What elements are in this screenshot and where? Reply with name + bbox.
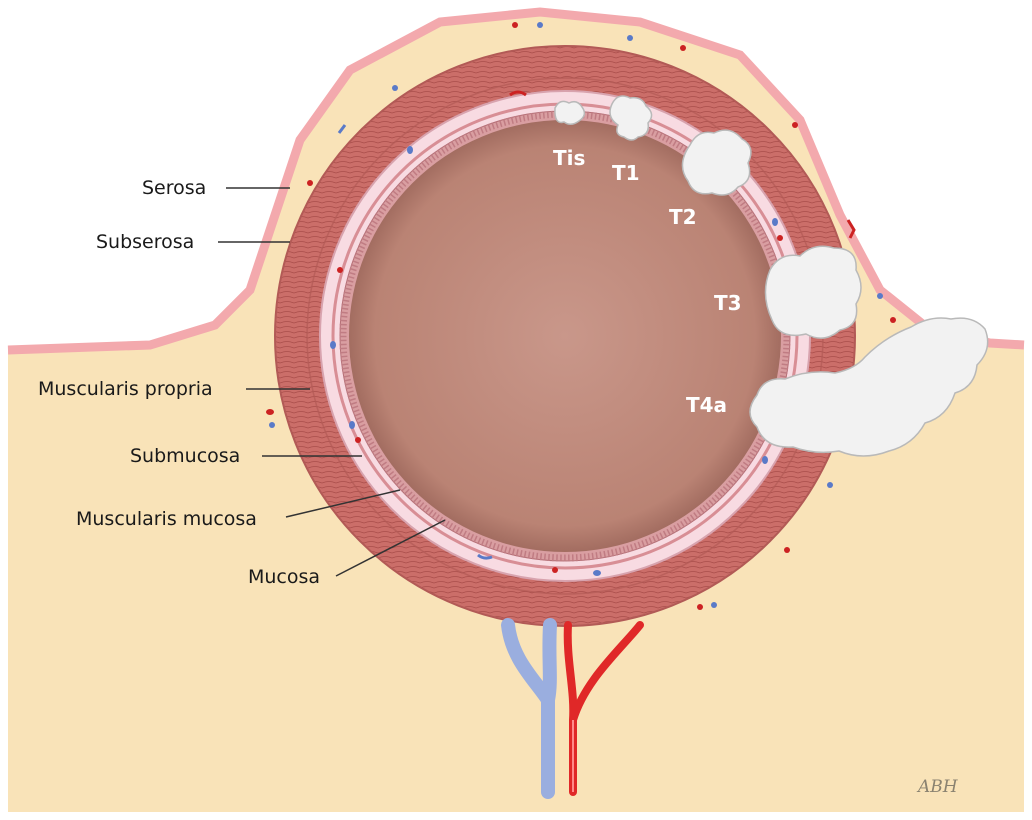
stage-label-t3: T3 bbox=[714, 291, 742, 315]
label-muscularis-mucosa: Muscularis mucosa bbox=[76, 508, 257, 530]
stage-label-tis: Tis bbox=[553, 146, 585, 170]
label-serosa: Serosa bbox=[142, 177, 206, 199]
label-submucosa: Submucosa bbox=[130, 445, 240, 467]
stage-label-t1: T1 bbox=[612, 161, 640, 185]
artist-signature: ABH bbox=[916, 777, 959, 797]
label-subserosa: Subserosa bbox=[96, 231, 194, 253]
stage-label-t2: T2 bbox=[669, 205, 697, 229]
tumor-tis bbox=[555, 101, 584, 124]
tumor-t3 bbox=[765, 246, 861, 338]
label-muscularis-propria: Muscularis propria bbox=[38, 378, 213, 400]
label-mucosa: Mucosa bbox=[248, 566, 320, 588]
stage-label-t4a: T4a bbox=[686, 393, 727, 417]
tumor-t2 bbox=[682, 130, 750, 195]
